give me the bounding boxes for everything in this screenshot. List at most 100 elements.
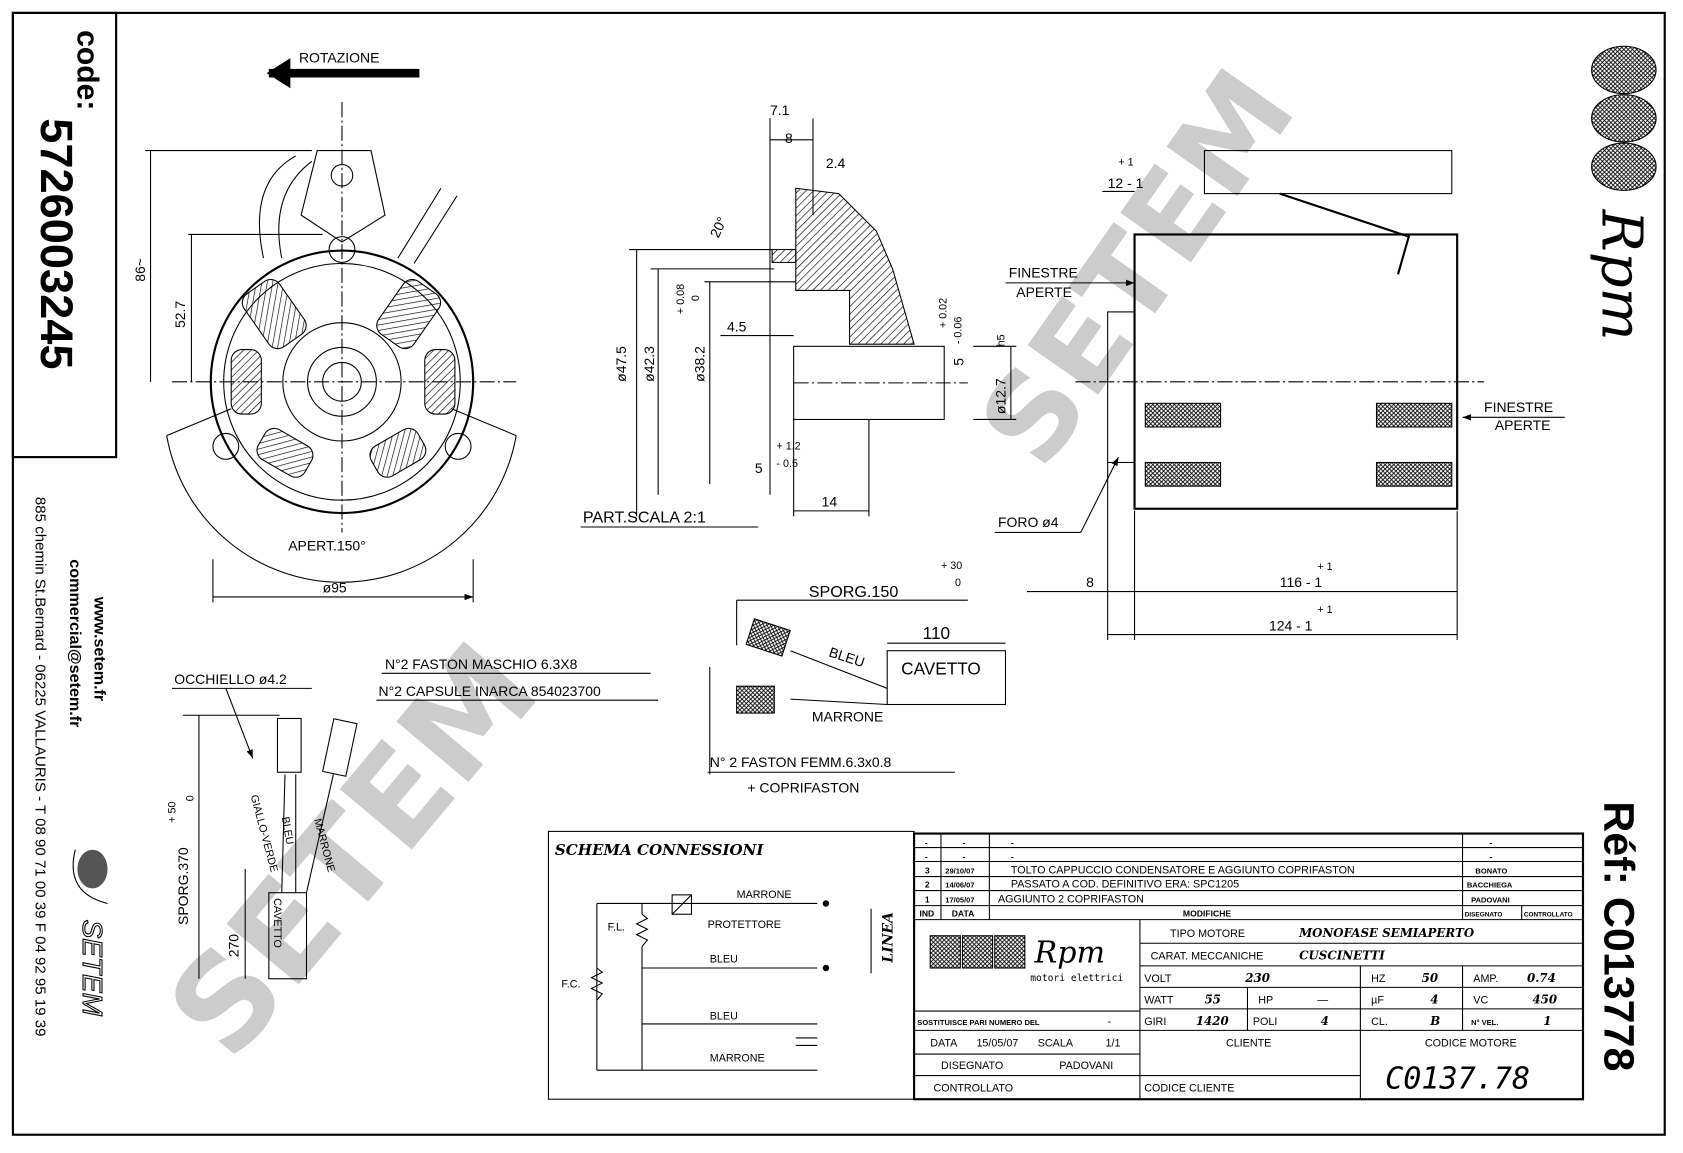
checked-label: CONTROLLATO	[933, 1083, 1013, 1095]
mod-by: BONATO	[1475, 866, 1507, 875]
schema-bleu-1: BLEU	[710, 954, 738, 966]
cable-label: CAVETTO	[901, 658, 981, 678]
tol-plus-1: + 1	[1118, 157, 1133, 169]
eyelet-label: OCCHIELLO ø4.2	[174, 671, 287, 687]
windows-left-line2: APERTE	[1016, 284, 1072, 300]
height-dimension: 86~	[132, 258, 148, 282]
client-label: CLIENTE	[1226, 1038, 1271, 1050]
vel-label: N° VEL.	[1471, 1018, 1498, 1027]
cl-label: CL.	[1371, 1016, 1388, 1028]
code-panel: code: 5726003245	[11, 11, 118, 459]
drawn-value: PADOVANI	[1059, 1060, 1113, 1072]
sporg-tol-plus: + 30	[941, 560, 962, 572]
mod-date: 29/10/07	[945, 866, 974, 875]
title-block-logo: Rpm motori elettrici	[929, 935, 1123, 984]
hz-value: 50	[1422, 971, 1439, 985]
volt-label: VOLT	[1144, 973, 1172, 985]
dim-270: 270	[226, 934, 242, 958]
company-web: www.setem.fr	[91, 596, 109, 702]
dim-12: 12 - 1	[1108, 175, 1144, 191]
cable-detail: SPORG.150 + 30 0 110 CAVETTO BLEU MARRON…	[707, 560, 1007, 796]
hp-value: —	[1317, 994, 1328, 1006]
giri-label: GIRI	[1144, 1016, 1166, 1028]
dim-110: 110	[923, 623, 950, 643]
header-drawn: DISEGNATO	[1465, 911, 1503, 918]
header-modifications: MODIFICHE	[1183, 908, 1231, 918]
rotation-label: ROTAZIONE	[299, 49, 379, 65]
dim-116: 116 - 1	[1280, 574, 1323, 590]
tol-minus-0-06: - 0.06	[952, 317, 964, 345]
reference-code: Réf: C013778	[1594, 801, 1642, 1071]
mod-ind: 3	[925, 865, 930, 875]
motor-code-value: C0137.78	[1385, 1061, 1530, 1096]
client-code-label: CODICE CLIENTE	[1144, 1083, 1234, 1095]
windows-right-line1: FINESTRE	[1484, 399, 1553, 415]
tol-116: + 1	[1317, 561, 1332, 573]
front-view: ROTAZIONE 86~ 52.7 APERT.150° ø95	[132, 49, 517, 603]
header-checked: CONTROLLATO	[1524, 911, 1573, 918]
aperture-label: APERT.150°	[288, 538, 366, 554]
faston-male-label: N°2 FASTON MASCHIO 6.3X8	[385, 656, 578, 672]
dim-dia-12-7: ø12.7	[992, 378, 1008, 414]
motor-type-value: MONOFASE SEMIAPERTO	[1298, 926, 1475, 940]
mod-by: PADOVANI	[1471, 895, 1510, 904]
code-value: 5726003245	[31, 118, 82, 369]
mod-date: -	[962, 851, 965, 861]
company-email: commercial@setem.fr	[66, 559, 84, 728]
dim-5b: 5	[755, 460, 763, 476]
mod-ind: 1	[925, 894, 930, 904]
poli-label: POLI	[1253, 1016, 1277, 1028]
sporg-label: SPORG.150	[809, 583, 899, 601]
mech-value: CUSCINETTI	[1299, 948, 1385, 962]
sporg-370-tol-plus: + 50	[166, 802, 178, 823]
uf-value: 4	[1430, 992, 1438, 1006]
hp-label: HP	[1258, 994, 1273, 1006]
coprifaston-label: + COPRIFASTON	[747, 780, 859, 796]
faston-female-label: N° 2 FASTON FEMM.6.3x0.8	[710, 754, 892, 770]
cl-value: B	[1429, 1014, 1440, 1028]
setem-logo-text: SETEM	[77, 920, 108, 1017]
poli-value: 4	[1321, 1014, 1329, 1028]
motor-type-label: TIPO MOTORE	[1170, 928, 1245, 940]
vc-value: 450	[1532, 992, 1557, 1006]
schema-bleu-2: BLEU	[710, 1011, 738, 1023]
schema-fc: F.C.	[561, 978, 580, 990]
dim-angle: 20°	[707, 214, 730, 240]
mech-label: CARAT. MECCANICHE	[1151, 950, 1264, 962]
mod-by: -	[1489, 837, 1492, 847]
detail-view: 7.1 8 2.4 20° ø47.5 ø42.3 + 0.08 0 ø38.2…	[580, 102, 1017, 528]
dim-4-5: 4.5	[727, 318, 747, 334]
dim-14: 14	[822, 494, 838, 510]
dim-dia-42-3: ø42.3	[641, 346, 657, 382]
mod-date: -	[962, 837, 965, 847]
dim-7-1: 7.1	[770, 102, 790, 118]
dim-124: 124 - 1	[1269, 617, 1313, 633]
mod-by: -	[1489, 851, 1492, 861]
dim-8: 8	[785, 130, 793, 146]
replaces-label: SOSTITUISCE PARI NUMERO DEL	[917, 1018, 1040, 1027]
sporg-370-label: SPORG.370	[175, 847, 191, 925]
schema-linea: LINEA	[881, 912, 897, 964]
modification-row: 1 17/05/07 AGGIUNTO 2 COPRIFASTON PADOVA…	[925, 893, 1510, 905]
mod-text: AGGIUNTO 2 COPRIFASTON	[998, 893, 1144, 905]
connection-schema: SCHEMA CONNESSIONI MARRONE PROTETTORE F.…	[547, 830, 915, 1100]
dim-8: 8	[1086, 574, 1094, 590]
date-label: DATA	[930, 1038, 958, 1050]
mod-ind: 2	[925, 879, 930, 889]
vc-label: VC	[1473, 994, 1488, 1006]
modification-row: 3 29/10/07 TOLTO CAPPUCCIO CONDENSATORE …	[925, 864, 1508, 876]
marrone-label: MARRONE	[812, 709, 883, 725]
detail-scale-label: PART.SCALA 2:1	[583, 509, 706, 527]
dim-dia-38-2: ø38.2	[691, 346, 707, 382]
header-ind: IND	[919, 908, 934, 918]
windows-left-line1: FINESTRE	[1009, 264, 1078, 280]
side-view: + 1 12 - 1 FINESTRE APERTE FINESTRE APER…	[994, 150, 1565, 640]
tol-minus-0-5: - 0.5	[776, 458, 798, 470]
mod-text: PASSATO A COD. DEFINITIVO ERA: SPC1205	[1011, 878, 1239, 890]
header-date: DATA	[952, 908, 975, 918]
code-label: code:	[70, 30, 103, 110]
sporg-tol-zero: 0	[955, 577, 961, 589]
mod-text: -	[1011, 851, 1014, 861]
title-logo-subtitle: motori elettrici	[1030, 973, 1123, 984]
